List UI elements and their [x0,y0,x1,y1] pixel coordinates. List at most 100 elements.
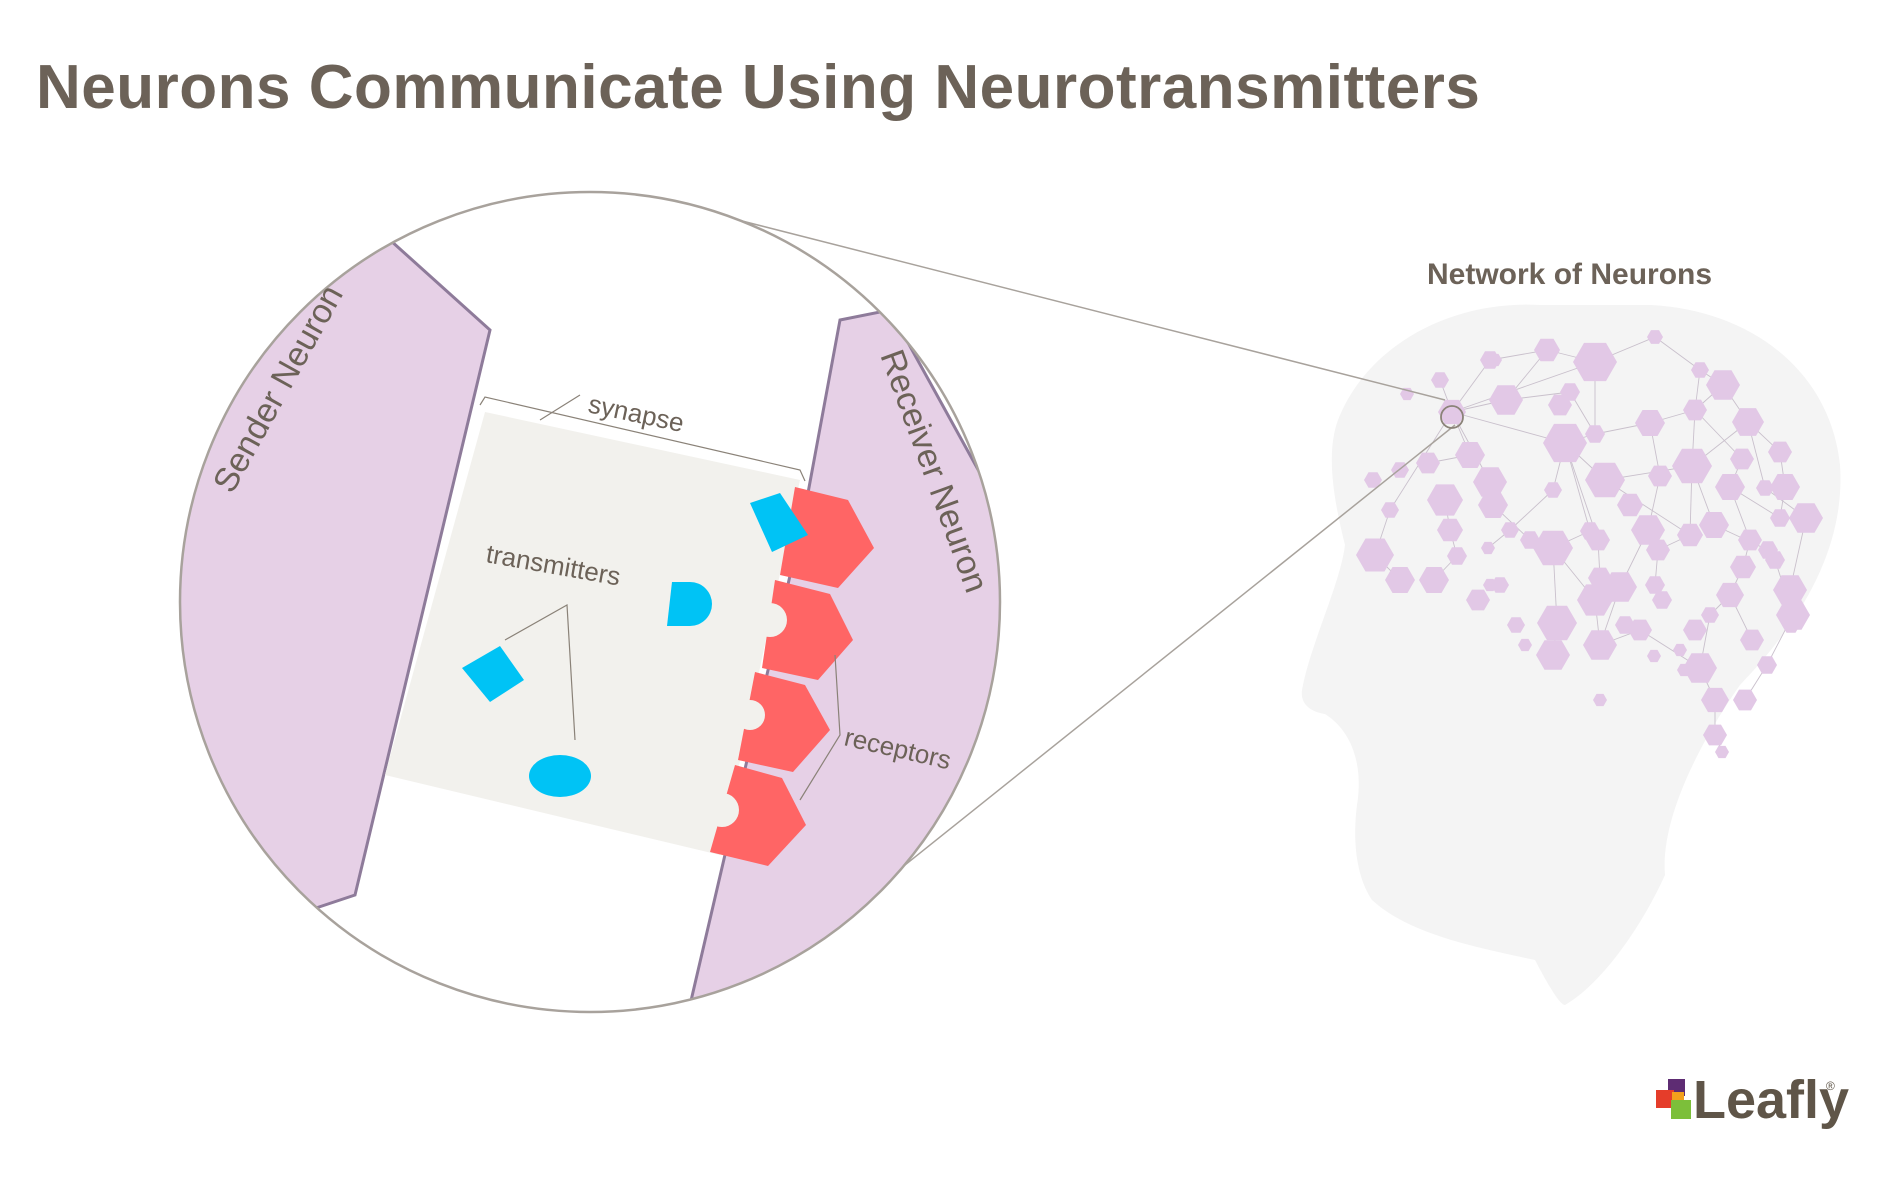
network-hexagon [1385,567,1415,593]
network-hexagon [1673,643,1687,657]
magnifier-circle [178,190,1002,1014]
network-hexagon [1768,441,1792,463]
network-hexagon [1756,480,1774,496]
network-hexagon [1647,330,1663,344]
network-hexagon [1683,399,1707,421]
synapse-leader [539,394,581,421]
network-hexagon [1699,512,1729,538]
network-hexagon [1543,423,1587,463]
transmitters-leader [504,604,576,741]
network-hexagon [1701,607,1719,623]
receptor [710,765,806,866]
logo-square-red [1656,1090,1674,1108]
network-hexagon [1455,442,1485,468]
network-hexagon [1585,425,1605,443]
zoom-marker [1440,405,1464,429]
network-link [1509,489,1554,531]
network-hexagon [1577,584,1613,616]
network-hexagon [1534,338,1560,362]
network-hexagon [1635,410,1665,436]
network-hexagon [1593,693,1607,707]
network-hexagon [1419,567,1449,593]
network-hexagon [1647,649,1661,663]
network-hexagon [1537,605,1577,641]
network-hexagon [1677,663,1691,677]
network-hexagon [1488,353,1502,367]
network-link [1654,336,1701,371]
network-hexagon [1730,555,1756,579]
network-hexagon [1732,408,1764,436]
network-hexagon [1536,640,1570,670]
network-hexagon [1603,572,1637,602]
network-hexagon [1738,529,1762,551]
synapse-cleft [385,412,800,855]
network-hexagon [1646,539,1670,561]
network-hexagon [1770,474,1800,500]
network-hexagon [1691,362,1709,378]
network-hexagon [1431,372,1449,388]
network-hexagon [1716,582,1744,608]
network-hexagon [1533,530,1573,566]
network-hexagon [1770,509,1790,527]
head-silhouette [1301,304,1841,1005]
magnified-view [180,192,1000,1012]
network-hexagon [1466,589,1490,611]
zoom-line-bottom [879,424,1456,886]
logo-registered-mark: ® [1826,1079,1835,1093]
network-hexagon [1701,687,1729,713]
network-hexagon [1782,617,1800,633]
network-hexagon [1427,484,1463,516]
neuron-network [1356,330,1823,759]
network-hexagon [1672,448,1712,484]
network-hexagon [1586,529,1610,551]
network-hexagon [1703,724,1727,746]
network-hexagon [1438,399,1466,425]
transmitter-diamond [462,646,524,702]
transmitters [462,493,808,797]
network-hexagon [1437,518,1463,542]
network-hexagon [1683,653,1717,683]
network-hexagon [1585,462,1625,498]
network-hexagon [1683,619,1707,641]
network-hexagon [1483,578,1497,592]
network-hexagon [1481,541,1495,555]
network-hexagon [1507,617,1525,633]
network-hexagon [1520,531,1540,549]
network-hexagon [1491,577,1509,593]
network-hexagon [1765,551,1785,569]
network-hexagon [1773,575,1807,605]
network-link [1694,409,1743,460]
network-hexagon [1473,467,1507,497]
transmitter-oval [529,755,591,797]
page-title: Neurons Communicate Using Neurotransmitt… [36,53,1481,122]
logo-square-green [1671,1100,1691,1119]
leafly-logo: Leafly ® [1656,1070,1849,1130]
network-hexagon [1730,448,1754,470]
transmitter-half-disc [667,582,712,626]
network-hexagon [1478,492,1508,518]
network-hexagon [1715,745,1729,759]
network-hexagon [1648,465,1672,487]
network-hexagon [1740,629,1764,651]
network-hexagon [1677,523,1703,547]
network-hexagon [1573,342,1617,382]
receptors [705,487,874,866]
network-hexagon [1356,538,1394,572]
network-hexagon [1789,503,1823,533]
synapse-bracket [479,396,806,482]
network-hexagon [1583,630,1617,660]
network-hexagon [1715,474,1745,500]
network-hexagon [1489,385,1523,415]
network-hexagon [1733,689,1757,711]
logo-text: Leafly [1693,1070,1849,1130]
receptor [738,672,830,772]
network-hexagon [1706,370,1740,400]
network-hexagon [1501,522,1519,538]
network-hexagon [1416,452,1440,474]
transmitter-diamond-bound [750,493,808,552]
network-title: Network of Neurons [1427,258,1712,291]
network-hexagon [1652,591,1672,609]
network-hexagon [1631,515,1665,545]
network-hexagon [1548,394,1572,416]
